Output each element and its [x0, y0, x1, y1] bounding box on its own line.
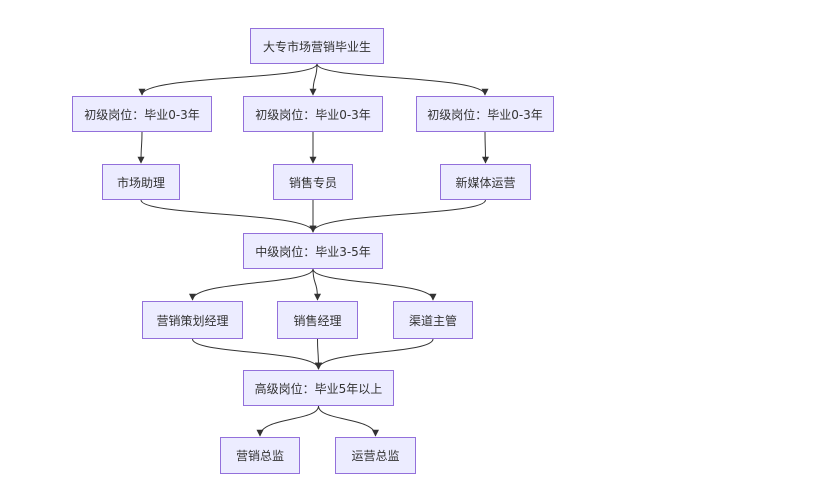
- edge-junior_3-to-new_media_ops: [481, 131, 489, 164]
- node-operations-director: 运营总监: [335, 437, 416, 474]
- edge-root-to-junior_1: [138, 63, 318, 96]
- node-senior-level: 高级岗位：毕业5年以上: [243, 370, 394, 406]
- edge-sales_manager-to-senior: [314, 338, 322, 370]
- edge-channel_supervisor-to-senior: [315, 338, 434, 370]
- node-channel-supervisor: 渠道主管: [393, 301, 473, 339]
- node-junior-3: 初级岗位：毕业0-3年: [416, 96, 554, 132]
- node-marketing-director: 营销总监: [220, 437, 300, 474]
- node-junior-2: 初级岗位：毕业0-3年: [243, 96, 383, 132]
- edge-junior_1-to-market_assistant: [137, 131, 145, 164]
- node-mid-level: 中级岗位：毕业3-5年: [243, 233, 383, 269]
- node-junior-1: 初级岗位：毕业0-3年: [72, 96, 212, 132]
- node-new-media-ops: 新媒体运营: [440, 164, 531, 200]
- edge-senior-to-operations_director: [318, 405, 379, 437]
- node-sales-manager: 销售经理: [277, 301, 358, 339]
- edge-mid-to-sales_manager: [312, 268, 321, 301]
- node-market-assistant: 市场助理: [102, 164, 180, 200]
- edge-market_assistant-to-mid: [140, 199, 317, 233]
- edge-root-to-junior_3: [316, 63, 489, 96]
- edge-new_media_ops-to-mid: [309, 199, 486, 233]
- edge-marketing_planning_manager-to-senior: [192, 338, 322, 370]
- edge-mid-to-marketing_planning_manager: [189, 268, 314, 301]
- edge-senior-to-marketing_director: [256, 405, 319, 437]
- edge-mid-to-channel_supervisor: [312, 268, 437, 301]
- edge-root-to-junior_2: [309, 63, 318, 96]
- node-marketing-planning-manager: 营销策划经理: [142, 301, 243, 339]
- node-root: 大专市场营销毕业生: [250, 28, 384, 64]
- node-sales-specialist: 销售专员: [273, 164, 353, 200]
